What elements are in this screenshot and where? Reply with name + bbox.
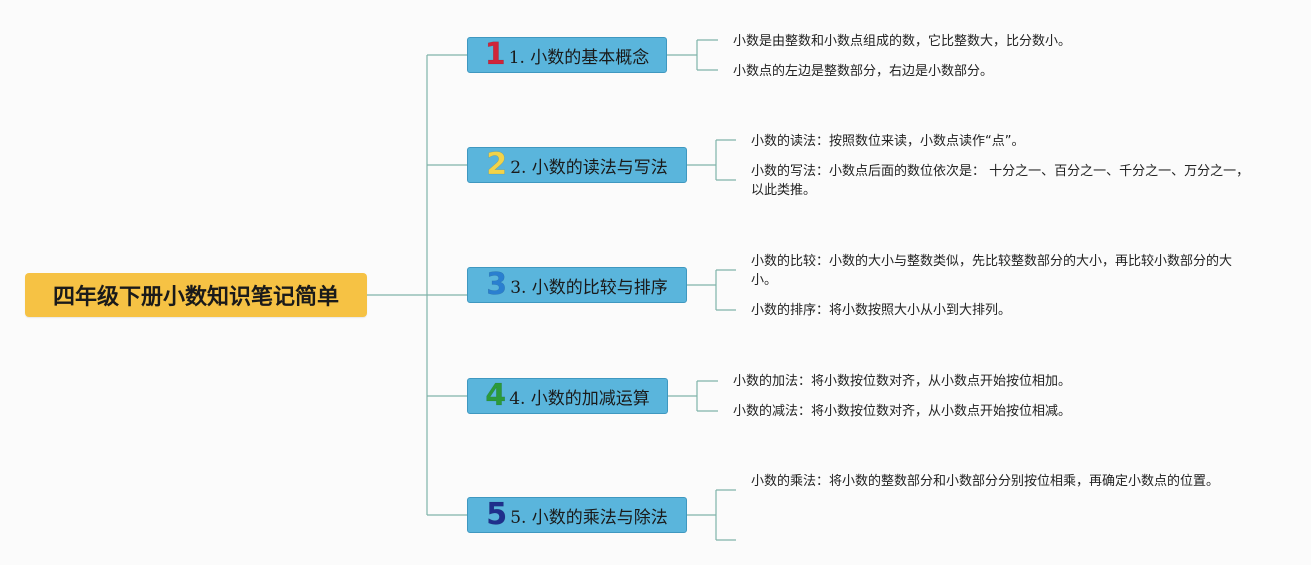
leaf-text: 小数的写法：小数点后面的数位依次是： 十分之一、百分之一、千分之一、万分之一，以… bbox=[751, 164, 1250, 198]
topic-addition-subtraction[interactable]: 4 4. 小数的加减运算 bbox=[467, 378, 668, 414]
topic-label: 4. 小数的加减运算 bbox=[509, 388, 650, 409]
topic-label: 3. 小数的比较与排序 bbox=[510, 277, 668, 298]
leaf-text: 小数的比较：小数的大小与整数类似，先比较整数部分的大小，再比较小数部分的大小。 bbox=[751, 254, 1233, 288]
topic-label: 1. 小数的基本概念 bbox=[508, 47, 650, 68]
leaf-text: 小数的减法：将小数按位数对齐，从小数点开始按位相减。 bbox=[733, 404, 1072, 419]
topic-comparison-sorting[interactable]: 3 3. 小数的比较与排序 bbox=[467, 267, 687, 303]
root-topic-label: 四年级下册小数知识笔记简单 bbox=[52, 285, 339, 310]
number-3-icon: 3 bbox=[486, 267, 508, 302]
topic-basic-concept[interactable]: 1 1. 小数的基本概念 bbox=[467, 37, 667, 73]
leaf-text: 小数的乘法：将小数的整数部分和小数部分分别按位相乘，再确定小数点的位置。 bbox=[751, 474, 1220, 489]
topic-multiplication-division[interactable]: 5 5. 小数的乘法与除法 bbox=[467, 497, 687, 533]
leaf-text: 小数的排序：将小数按照大小从小到大排列。 bbox=[751, 303, 1012, 318]
leaf-text: 小数是由整数和小数点组成的数，它比整数大，比分数小。 bbox=[733, 34, 1072, 49]
root-topic[interactable]: 四年级下册小数知识笔记简单 bbox=[25, 273, 367, 317]
number-1-icon: 1 bbox=[484, 37, 506, 72]
number-4-icon: 4 bbox=[485, 378, 507, 413]
number-5-icon: 5 bbox=[486, 497, 508, 532]
topic-label: 5. 小数的乘法与除法 bbox=[510, 507, 668, 528]
leaf-text: 小数点的左边是整数部分，右边是小数部分。 bbox=[733, 64, 994, 79]
number-2-icon: 2 bbox=[486, 147, 508, 182]
topic-reading-writing[interactable]: 2 2. 小数的读法与写法 bbox=[467, 147, 687, 183]
leaf-text: 小数的加法：将小数按位数对齐，从小数点开始按位相加。 bbox=[733, 374, 1072, 389]
leaf-text: 小数的读法：按照数位来读，小数点读作“点”。 bbox=[751, 134, 1025, 149]
topic-label: 2. 小数的读法与写法 bbox=[510, 157, 668, 178]
